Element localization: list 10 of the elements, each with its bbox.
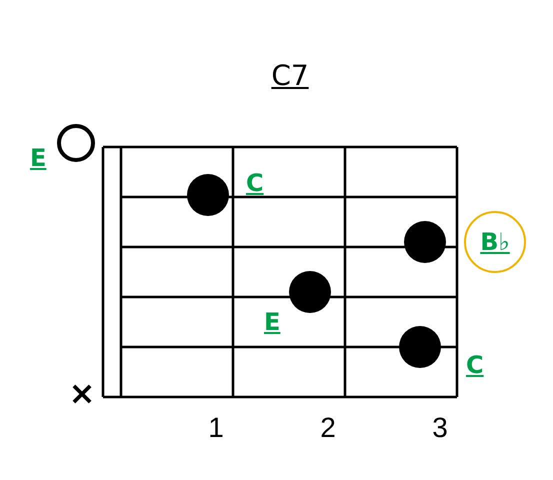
note-name: C [246, 171, 264, 195]
fret-number: 1 [208, 414, 224, 442]
note-name: C [466, 353, 484, 377]
note-name: E [30, 146, 46, 170]
note-name: B♭ [480, 228, 510, 256]
chord-title: C7 [271, 62, 309, 90]
fret-number: 3 [432, 414, 448, 442]
note-name: E [264, 310, 280, 334]
fret-number: 2 [320, 414, 336, 442]
muted-string-mark: × [68, 377, 96, 409]
